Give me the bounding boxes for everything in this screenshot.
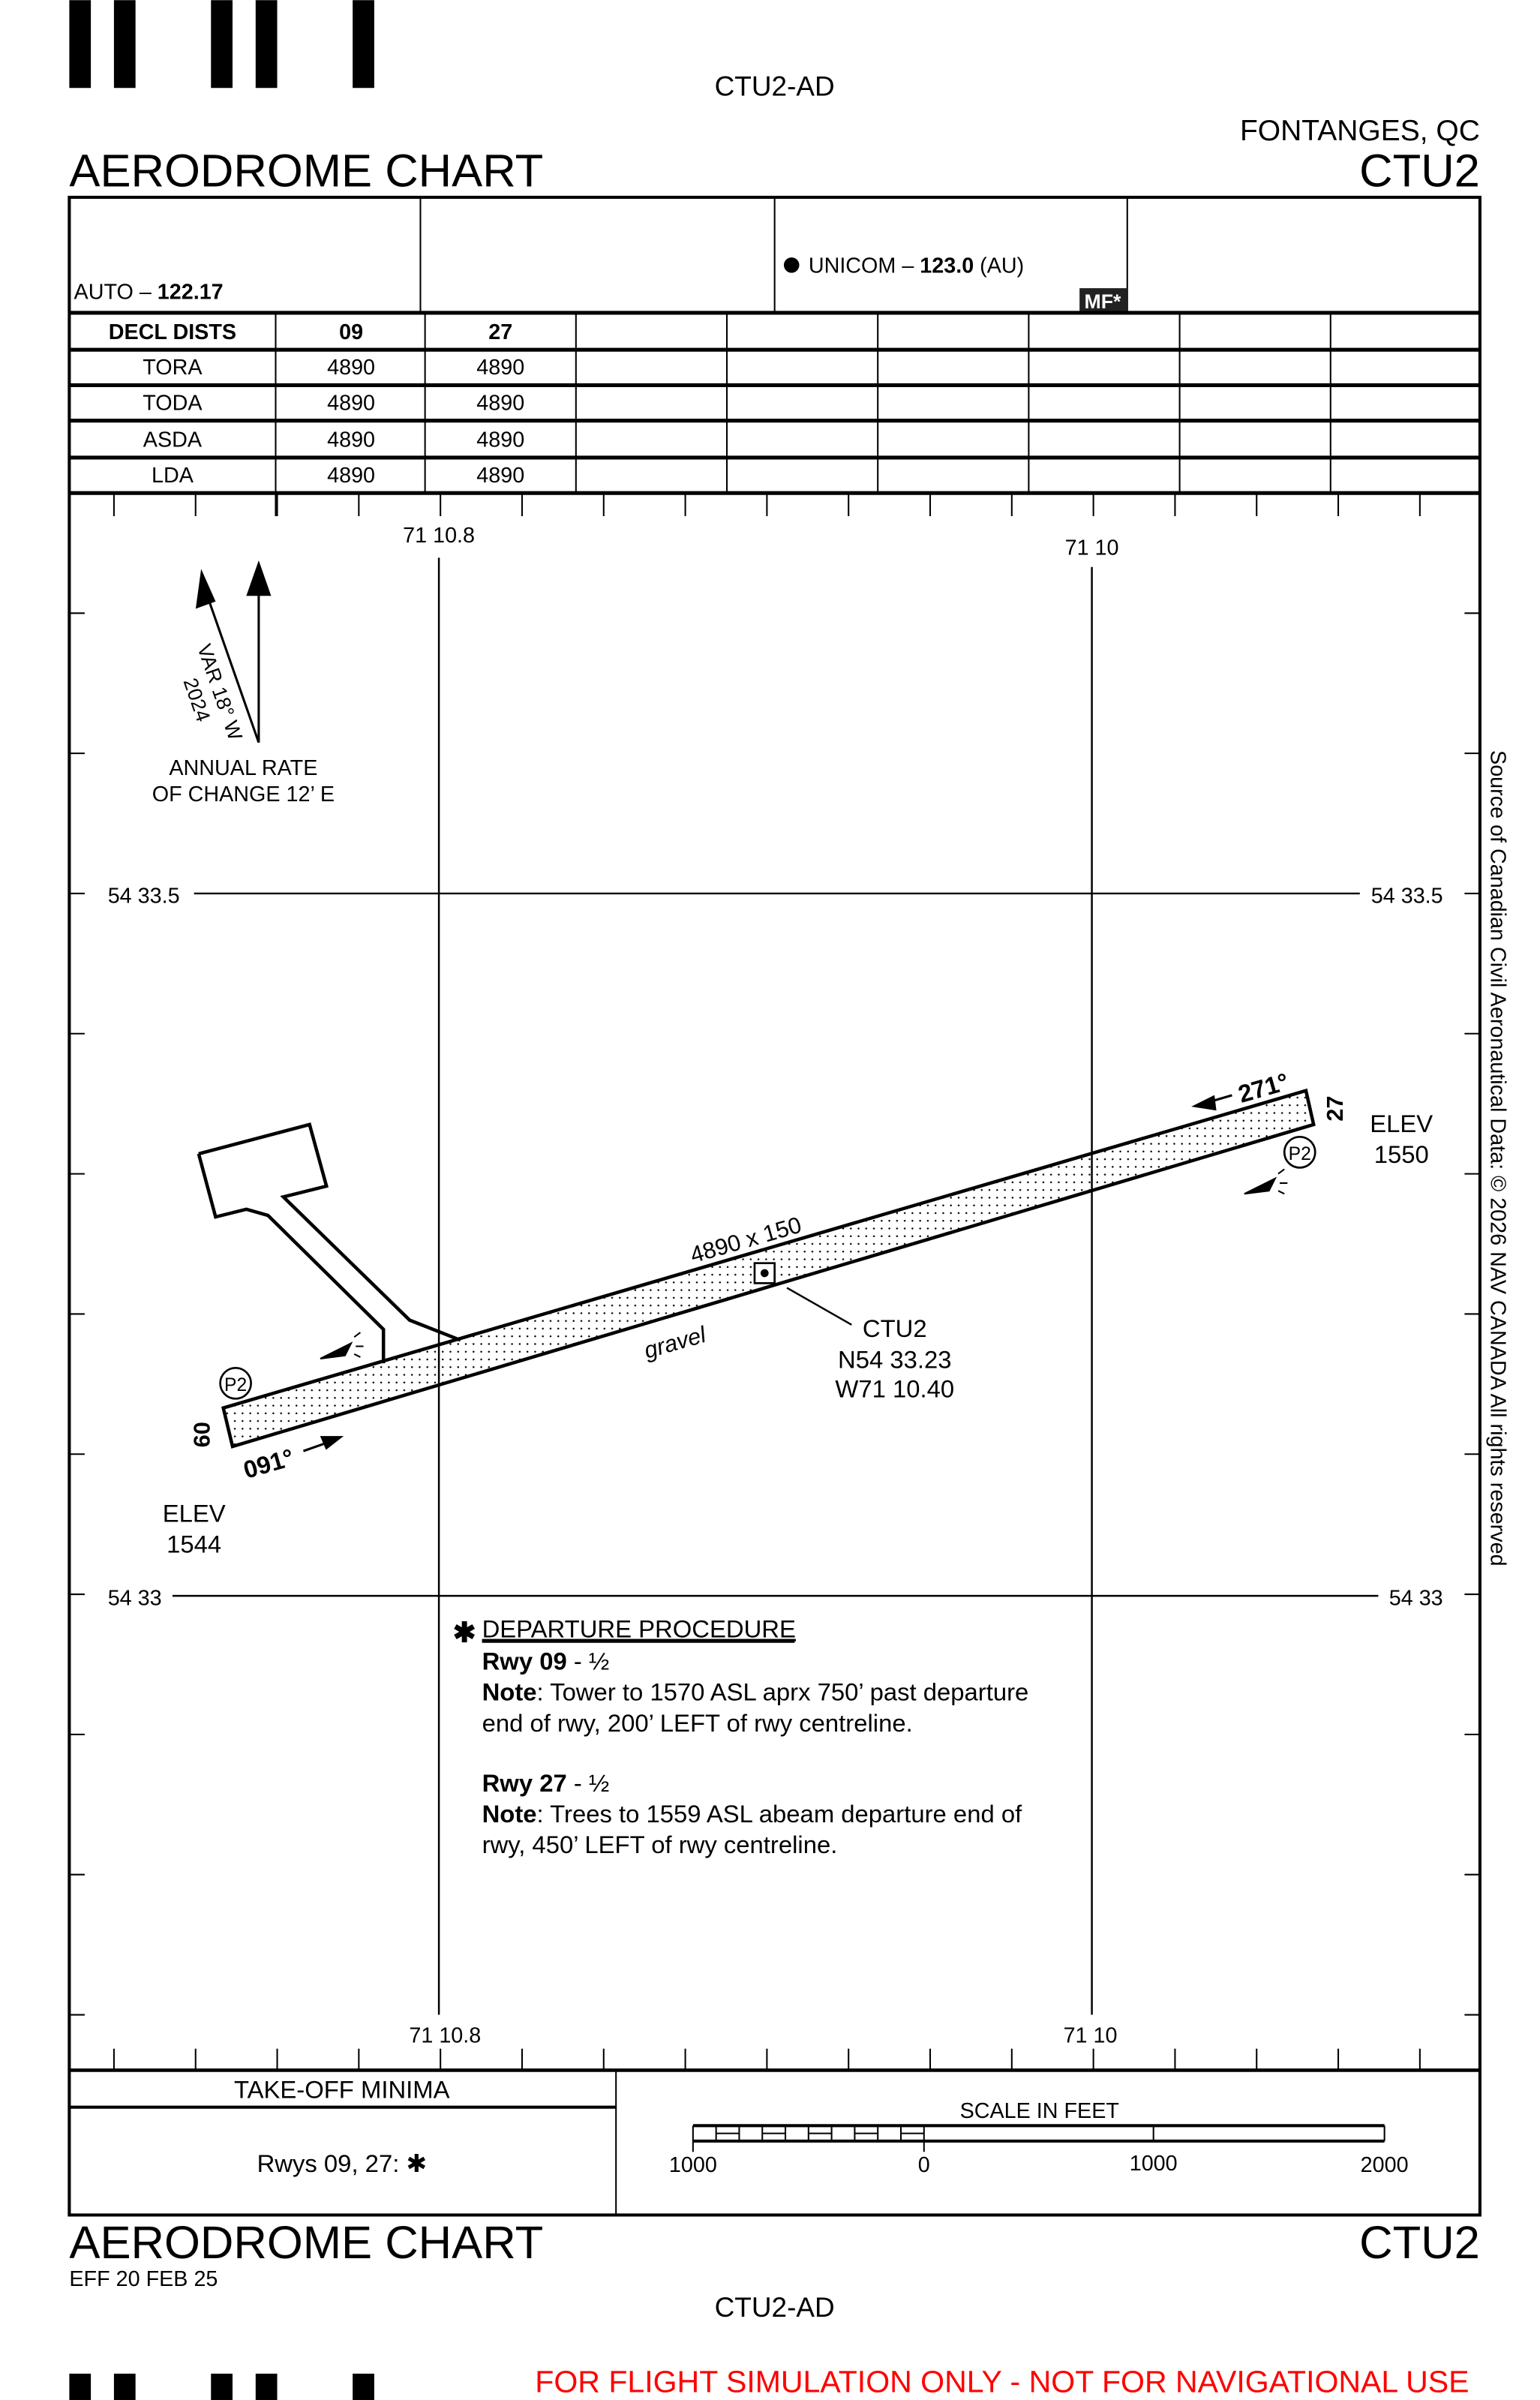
svg-text:P2: P2	[224, 1375, 247, 1395]
runway-end-27: 27	[1322, 1096, 1348, 1122]
scale-tick-2000: 2000	[1361, 2153, 1409, 2177]
scale-tick-0: 0	[918, 2153, 930, 2177]
arp-ident: CTU2	[863, 1314, 927, 1342]
auto-frequency: AUTO – 122.17	[74, 280, 224, 304]
chart-title: AERODROME CHART	[69, 146, 543, 197]
doc-id-top: CTU2-AD	[715, 71, 835, 101]
lon-label-east-top: 71 10	[1065, 536, 1119, 560]
departure-rwy09-note2: end of rwy, 200’ LEFT of rwy centreline.	[482, 1709, 913, 1737]
svg-text:ASDA: ASDA	[143, 428, 203, 452]
lon-label-east-bottom: 71 10	[1064, 2023, 1118, 2047]
elev-value-west: 1544	[167, 1530, 221, 1558]
svg-text:LDA: LDA	[152, 464, 194, 488]
scale-title: SCALE IN FEET	[960, 2099, 1119, 2123]
arrow-271-icon	[1191, 1094, 1232, 1111]
barcode-bottom	[69, 2373, 374, 2400]
papi-27-icon: P2	[1283, 1135, 1316, 1169]
svg-text:4890: 4890	[327, 391, 375, 415]
svg-text:4890: 4890	[476, 356, 524, 380]
doc-id-bottom: CTU2-AD	[715, 2292, 835, 2323]
departure-rwy27-note2: rwy, 450’ LEFT of rwy centreline.	[482, 1831, 838, 1858]
svg-text:4890: 4890	[327, 356, 375, 380]
mf-badge-bg	[1079, 288, 1127, 313]
annual-rate-line1: ANNUAL RATE	[169, 756, 317, 780]
takeoff-minima-value: Rwys 09, 27: ✱	[257, 2149, 427, 2177]
runway-surface: gravel	[641, 1321, 710, 1364]
elev-value-east: 1550	[1374, 1140, 1429, 1168]
arp-lon: W71 10.40	[835, 1374, 954, 1402]
decl-header-09: 09	[339, 320, 363, 344]
lat-label-north-right: 54 33.5	[1371, 884, 1443, 908]
arp-leader	[786, 1287, 852, 1326]
lat-label-north-left: 54 33.5	[108, 884, 180, 908]
departure-title: DEPARTURE PROCEDURE	[482, 1615, 796, 1643]
departure-rwy27: Rwy 27 - ½	[482, 1769, 610, 1797]
graticule	[172, 557, 1379, 2015]
arp-lat: N54 33.23	[838, 1345, 952, 1373]
location: FONTANGES, QC	[1240, 115, 1480, 147]
chart-frame	[68, 195, 1481, 2217]
annual-rate-line2: OF CHANGE 12’ E	[152, 782, 335, 807]
lon-label-west-bottom: 71 10.8	[409, 2023, 481, 2047]
lat-label-south-right: 54 33	[1389, 1586, 1443, 1610]
approach-light-09-icon	[320, 1332, 364, 1359]
papi-09-icon: P2	[219, 1366, 252, 1400]
decl-row-toda: TODA 4890 4890	[143, 391, 524, 415]
svg-text:P2: P2	[1289, 1144, 1311, 1164]
svg-text:4890: 4890	[476, 391, 524, 415]
departure-rwy09-note1: Note: Tower to 1570 ASL aprx 750’ past d…	[482, 1678, 1029, 1706]
departure-rwy09: Rwy 09 - ½	[482, 1648, 610, 1675]
decl-header-27: 27	[488, 320, 512, 344]
scale-tick-1000: 1000	[1130, 2152, 1178, 2176]
apron-taxiway	[197, 1122, 461, 1364]
svg-text:TORA: TORA	[143, 356, 203, 380]
footer-chart-title: AERODROME CHART	[69, 2217, 543, 2269]
bottom-panel	[69, 2068, 1480, 2215]
mf-badge: MF*	[1085, 290, 1122, 313]
arrow-091-icon	[302, 1436, 344, 1452]
arp-icon	[753, 1262, 776, 1284]
scale-bar	[692, 2124, 1385, 2152]
decl-row-lda: LDA 4890 4890	[152, 464, 524, 488]
svg-text:4890: 4890	[327, 464, 375, 488]
takeoff-minima-title: TAKE-OFF MINIMA	[234, 2075, 450, 2103]
scale-tick-1000-left: 1000	[669, 2153, 717, 2177]
effective-date: EFF 20 FEB 25	[69, 2267, 218, 2291]
north-arrow-icon	[195, 560, 272, 743]
decl-dists-table	[69, 311, 1480, 516]
lat-label-south-left: 54 33	[108, 1586, 162, 1610]
lon-label-west-top: 71 10.8	[403, 524, 475, 548]
barcode-top	[69, 0, 374, 89]
runway-end-09: 09	[189, 1422, 215, 1447]
heading-091: 091°	[240, 1443, 296, 1484]
elev-label-west: ELEV	[163, 1500, 226, 1527]
svg-text:4890: 4890	[476, 428, 524, 452]
decl-header-label: DECL DISTS	[109, 320, 236, 344]
ident: CTU2	[1359, 146, 1480, 197]
disclaimer: FOR FLIGHT SIMULATION ONLY - NOT FOR NAV…	[535, 2365, 1469, 2399]
source-note: Source of Canadian Civil Aeronautical Da…	[1485, 750, 1509, 1566]
svg-text:TODA: TODA	[143, 391, 203, 415]
unicom-frequency: UNICOM – 123.0 (AU)	[809, 254, 1024, 278]
decl-row-tora: TORA 4890 4890	[143, 356, 524, 380]
decl-row-asda: ASDA 4890 4890	[143, 428, 524, 452]
footer-ident: CTU2	[1359, 2217, 1480, 2269]
svg-text:4890: 4890	[327, 428, 375, 452]
approach-light-27-icon	[1244, 1168, 1288, 1195]
unicom-icon	[783, 257, 800, 273]
departure-rwy27-note1: Note: Trees to 1559 ASL abeam departure …	[482, 1800, 1023, 1828]
departure-asterisk-icon: ✱	[453, 1618, 476, 1648]
border-ticks	[69, 493, 1480, 2071]
svg-text:4890: 4890	[476, 464, 524, 488]
elev-label-east: ELEV	[1370, 1110, 1433, 1137]
